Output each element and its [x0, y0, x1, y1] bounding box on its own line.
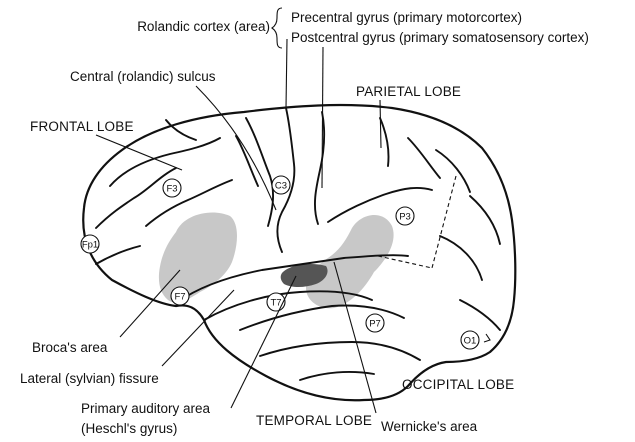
electrode-o1: O1 — [461, 331, 479, 349]
electrode-f7: F7 — [171, 287, 189, 305]
precentral-gyrus-label: Precentral gyrus (primary motorcortex) — [291, 10, 522, 25]
frontal-sulcus-6 — [236, 136, 258, 186]
occipital-pole-mark — [484, 334, 490, 342]
primary-auditory-label-line2: (Heschl's gyrus) — [81, 421, 177, 436]
electrode-fp1: Fp1 — [81, 235, 99, 253]
electrode-p7: P7 — [366, 314, 384, 332]
frontal-sulcus-1 — [110, 138, 220, 186]
electrode-o1-label: O1 — [464, 336, 477, 347]
postcentral-leader-line — [322, 47, 323, 188]
parietal-lobe-label: PARIETAL LOBE — [356, 84, 461, 99]
rolandic-leader-line — [286, 39, 287, 108]
wernickes-area-label: Wernicke's area — [381, 419, 478, 434]
electrode-p3-label: P3 — [399, 212, 411, 223]
occipital-sulcus-2 — [460, 300, 500, 330]
primary-auditory-label-line1: Primary auditory area — [81, 401, 211, 416]
brain-outline — [83, 105, 515, 400]
occipital-sulcus-3 — [470, 196, 500, 244]
brocas-area-region — [159, 213, 237, 303]
electrode-f7-label: F7 — [174, 292, 185, 303]
parieto-temporal-boundary — [378, 256, 432, 268]
lateral-fissure-label: Lateral (sylvian) fissure — [20, 371, 159, 386]
occipital-sulcus-1 — [440, 236, 482, 280]
temporal-sulcus-3 — [300, 372, 374, 380]
frontal-lobe-label: FRONTAL LOBE — [30, 119, 134, 134]
electrode-c3-label: C3 — [275, 181, 287, 192]
brocas-area-label: Broca's area — [32, 340, 108, 355]
postcentral-gyrus-label: Postcentral gyrus (primary somatosensory… — [291, 30, 589, 45]
electrode-f3: F3 — [163, 179, 181, 197]
electrode-p3: P3 — [396, 207, 414, 225]
frontal-sulcus-4 — [96, 246, 140, 264]
central-sulcus-label: Central (rolandic) sulcus — [70, 69, 216, 84]
inferior-temporal-sulcus — [260, 342, 420, 360]
rolandic-brace — [272, 8, 282, 48]
temporal-lobe-label: TEMPORAL LOBE — [256, 413, 372, 428]
electrode-f3-label: F3 — [166, 184, 177, 195]
precentral-sulcus — [246, 118, 273, 226]
parietal-sulcus-3 — [408, 138, 440, 178]
electrode-t7: T7 — [267, 293, 285, 311]
occipital-lobe-label: OCCIPITAL LOBE — [402, 377, 514, 392]
auditory-leader-line — [231, 276, 296, 408]
electrode-fp1-label: Fp1 — [82, 240, 98, 251]
frontal-sulcus-2 — [96, 168, 176, 228]
parieto-occipital-boundary — [432, 176, 456, 268]
electrode-t7-label: T7 — [270, 298, 281, 309]
electrode-c3: C3 — [272, 176, 290, 194]
electrode-p7-label: P7 — [369, 319, 381, 330]
brocas-leader-line — [120, 270, 180, 337]
rolandic-cortex-label: Rolandic cortex (area) — [137, 19, 270, 34]
